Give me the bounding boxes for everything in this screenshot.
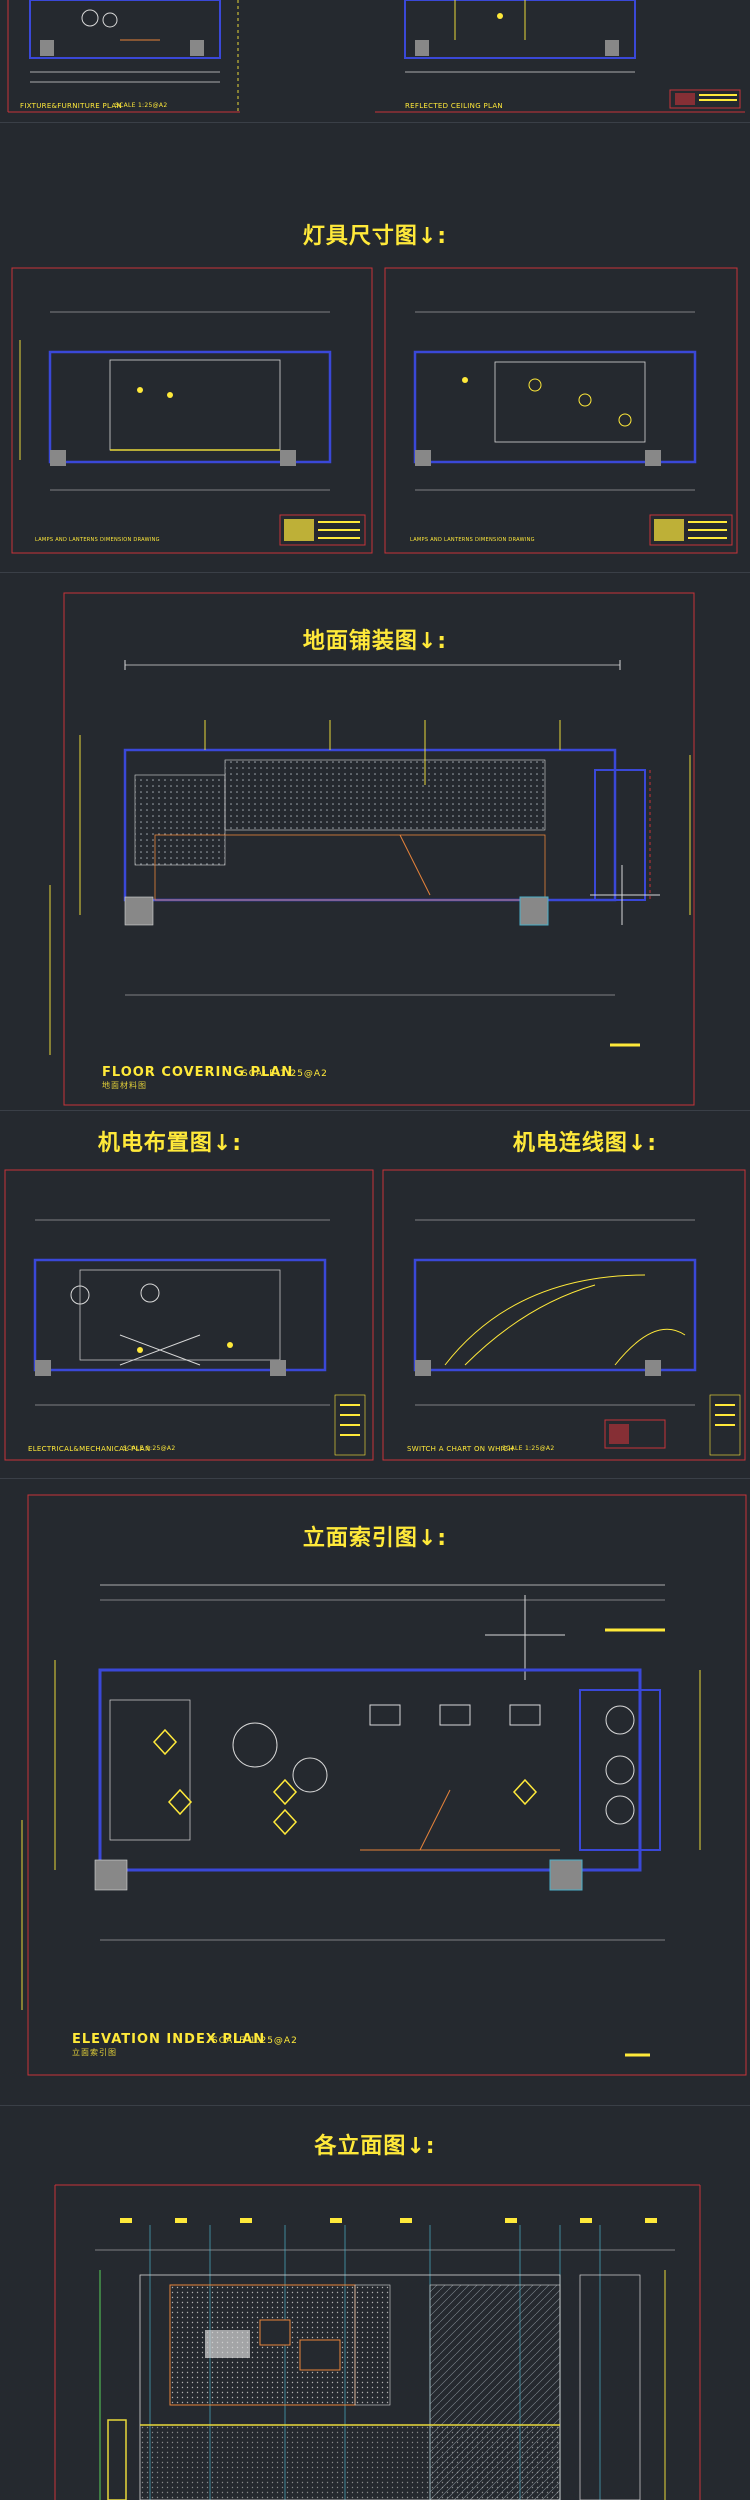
furniture-plan-scale: SCALE 1:25@A2 <box>115 102 168 109</box>
section-divider <box>0 2105 750 2106</box>
lamps-right-title: LAMPS AND LANTERNS DIMENSION DRAWING <box>410 537 535 543</box>
elevation-index-label: ELEVATION INDEX PLAN 立面索引图 SCALE 1:25@A2 <box>72 2032 297 2058</box>
floor-covering-subtitle: 地面材料图 <box>102 1081 147 1090</box>
elevation-index-title: ELEVATION INDEX PLAN <box>72 2032 266 2047</box>
lamps-right-panel: LAMPS AND LANTERNS DIMENSION DRAWING <box>375 260 750 560</box>
furniture-plan-label: FIXTURE&FURNITURE PLAN SCALE 1:25@A2 <box>20 102 167 110</box>
section-divider <box>0 1110 750 1111</box>
lamps-left-drawing <box>11 267 373 554</box>
lamps-left-label: LAMPS AND LANTERNS DIMENSION DRAWING <box>35 537 160 543</box>
furniture-plan-title: FIXTURE&FURNITURE PLAN <box>20 102 123 110</box>
section-divider <box>0 572 750 573</box>
elevation-index-drawing <box>21 1494 747 2076</box>
switch-chart-panel: SWITCH A CHART ON WHICH SCALE 1:25@A2 <box>375 1165 750 1465</box>
lamps-left-title: LAMPS AND LANTERNS DIMENSION DRAWING <box>35 537 160 543</box>
ceiling-plan-title: REFLECTED CEILING PLAN <box>405 102 503 110</box>
lamps-left-panel: LAMPS AND LANTERNS DIMENSION DRAWING <box>0 260 375 560</box>
ceiling-plan-drawing <box>375 0 745 113</box>
lamps-right-drawing <box>384 267 738 554</box>
elevation-index-heading: 立面索引图↓: <box>302 1526 448 1551</box>
switch-chart-label: SWITCH A CHART ON WHICH SCALE 1:25@A2 <box>407 1445 554 1453</box>
electrical-plan-panel: ELECTRICAL&MECHANICAL PLAN SCALE 1:25@A2 <box>0 1165 375 1465</box>
elevations-drawing <box>54 2184 701 2500</box>
floor-covering-heading: 地面铺装图↓: <box>302 629 448 654</box>
electrical-plan-drawing <box>4 1169 374 1461</box>
lamps-right-label: LAMPS AND LANTERNS DIMENSION DRAWING <box>410 537 535 543</box>
section-divider <box>0 122 750 123</box>
floor-covering-label: FLOOR COVERING PLAN 地面材料图 SCALE 1:25@A2 <box>102 1065 327 1091</box>
furniture-plan-panel: FIXTURE&FURNITURE PLAN SCALE 1:25@A2 <box>0 0 375 120</box>
electrical-plan-label: ELECTRICAL&MECHANICAL PLAN SCALE 1:25@A2 <box>28 1445 175 1453</box>
floor-covering-drawing <box>49 592 695 1106</box>
furniture-plan-drawing <box>7 0 240 113</box>
electrical-plan-title: ELECTRICAL&MECHANICAL PLAN <box>28 1445 151 1453</box>
floor-covering-title: FLOOR COVERING PLAN <box>102 1065 294 1080</box>
elevation-index-panel: 立面索引图↓: ELEVATION INDEX PLAN 立面索引图 SCALE… <box>0 1490 750 2085</box>
mep-wiring-heading: 机电连线图↓: <box>512 1131 658 1156</box>
floor-covering-panel: 地面铺装图↓: FLOOR COVERING PLAN 地面材料图 SCALE … <box>0 585 750 1110</box>
ceiling-plan-panel: REFLECTED CEILING PLAN <box>375 0 750 120</box>
mep-layout-heading: 机电布置图↓: <box>97 1131 243 1156</box>
elevation-index-subtitle: 立面索引图 <box>72 2048 117 2057</box>
floor-covering-scale: SCALE 1:25@A2 <box>242 1069 328 1079</box>
electrical-plan-scale: SCALE 1:25@A2 <box>123 1445 176 1452</box>
elevations-panel <box>0 2170 750 2500</box>
switch-chart-scale: SCALE 1:25@A2 <box>502 1445 555 1452</box>
switch-chart-title: SWITCH A CHART ON WHICH <box>407 1445 514 1453</box>
lamp-dimension-heading: 灯具尺寸图↓: <box>302 224 448 249</box>
ceiling-plan-label: REFLECTED CEILING PLAN <box>405 102 503 110</box>
switch-chart-drawing <box>382 1169 746 1461</box>
elevations-heading: 各立面图↓: <box>314 2134 436 2159</box>
elevation-index-scale: SCALE 1:25@A2 <box>212 2036 298 2046</box>
section-divider <box>0 1478 750 1479</box>
